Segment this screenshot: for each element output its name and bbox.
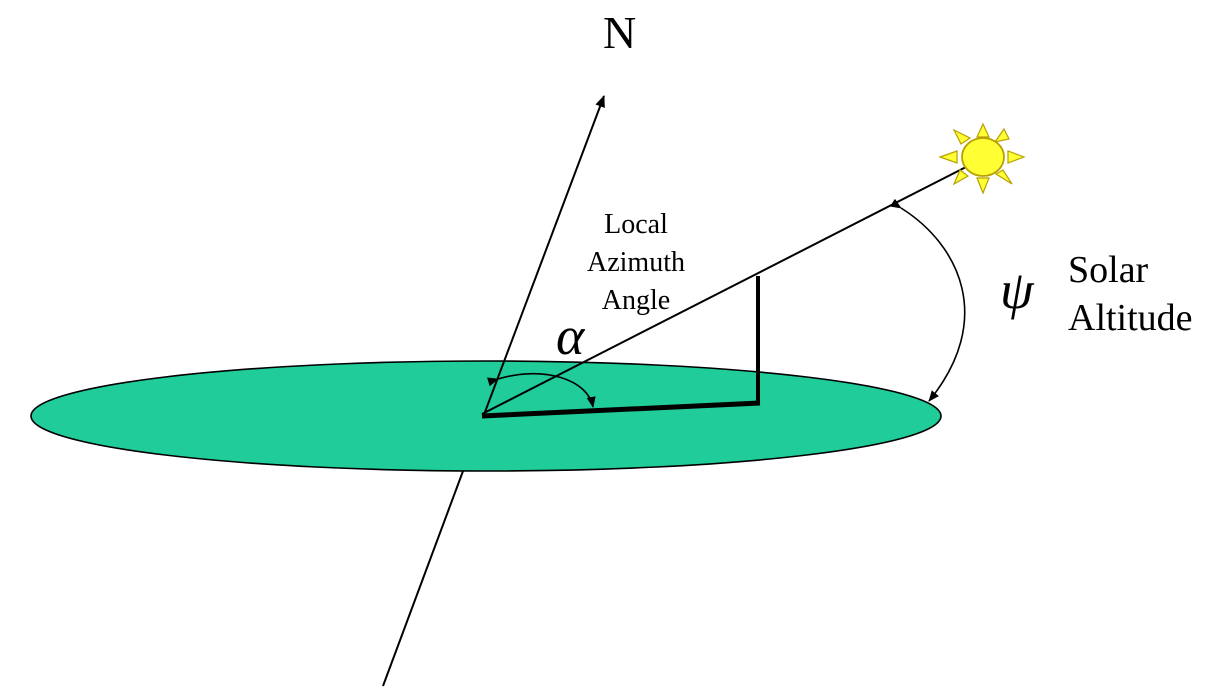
altitude-label-line-2: Altitude	[1068, 297, 1193, 339]
sun-icon	[938, 122, 1026, 195]
azimuth-label-line-3: Angle	[601, 285, 671, 316]
azimuth-label-line-1: Local	[604, 209, 668, 240]
north-label: N	[603, 7, 637, 58]
psi-symbol: ψ	[1000, 260, 1034, 320]
ground-projection-line	[481, 400, 761, 419]
azimuth-label-line-2: Azimuth	[587, 247, 685, 278]
azimuth-angle-label: Local Azimuth Angle	[574, 206, 698, 320]
altitude-label-line-1: Solar	[1068, 249, 1149, 291]
solar-altitude-label: Solar Altitude	[1068, 246, 1193, 342]
altitude-arc	[890, 198, 966, 402]
alpha-symbol: α	[556, 306, 585, 366]
north-axis-upper	[484, 95, 605, 413]
azimuth-arc	[487, 372, 596, 408]
sun-ray	[481, 166, 967, 415]
